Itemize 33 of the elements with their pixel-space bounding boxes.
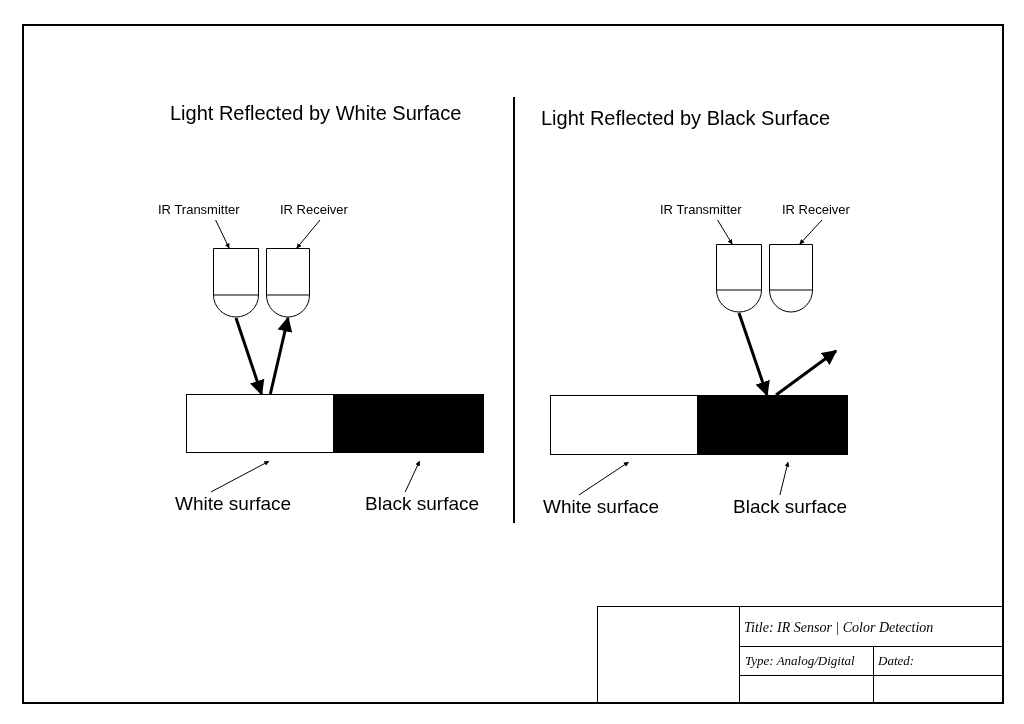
title-block-text: Title: IR Sensor | Color Detection — [744, 619, 934, 637]
part-label: White surface — [543, 495, 681, 519]
part-label: IR Receiver — [280, 202, 360, 220]
panel-heading: Light Reflected by Black Surface — [541, 106, 831, 131]
title-block-text: Type: Analog/Digital — [745, 652, 855, 670]
leader-arrow — [779, 461, 790, 496]
leader-arrow — [215, 219, 230, 249]
light-ray-arrow — [234, 317, 265, 396]
part-label: IR Transmitter — [660, 202, 756, 220]
surface-strip — [186, 394, 334, 453]
part-label: IR Receiver — [782, 202, 862, 220]
leader-arrow — [799, 219, 823, 245]
panel-heading: Light Reflected by White Surface — [170, 101, 462, 126]
leader-arrow — [404, 460, 420, 493]
part-label: Black surface — [733, 495, 867, 519]
leader-arrow — [296, 219, 321, 249]
surface-strip — [698, 395, 848, 455]
surface-strip — [550, 395, 698, 455]
title-block-text: Dated: — [878, 652, 915, 670]
led-drawing — [716, 244, 762, 313]
part-label: White surface — [175, 492, 313, 516]
leader-arrow — [717, 219, 733, 245]
part-label: IR Transmitter — [158, 202, 254, 220]
part-label: Black surface — [365, 492, 499, 516]
leader-arrow — [578, 461, 629, 496]
light-ray-arrow — [737, 312, 770, 397]
surface-strip — [334, 394, 484, 453]
led-drawing — [266, 248, 310, 318]
leader-arrow — [210, 460, 270, 493]
led-drawing — [769, 244, 813, 313]
light-ray-arrow — [268, 316, 293, 395]
light-ray-arrow — [775, 349, 838, 397]
led-drawing — [213, 248, 259, 318]
